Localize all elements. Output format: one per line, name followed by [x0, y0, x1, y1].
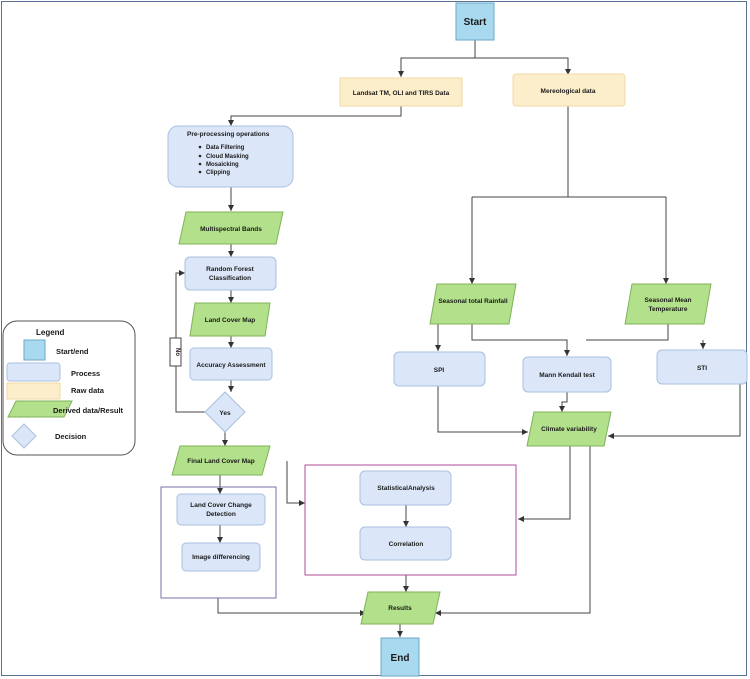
start-node: Start [455, 2, 495, 41]
meteorological-data-node: Mereological data [512, 73, 626, 107]
svg-text:Clipping: Clipping [206, 170, 230, 176]
svg-text:Mosaicking: Mosaicking [206, 162, 239, 168]
svg-text:Mereological data: Mereological data [541, 88, 596, 95]
svg-text:Final Land Cover Map: Final Land Cover Map [187, 458, 255, 465]
end-node: End [380, 637, 420, 677]
svg-text:Correlation: Correlation [389, 541, 424, 548]
no-label: No [169, 337, 182, 367]
sti-node: STI [656, 349, 748, 385]
legend-item-decision: Decision [55, 432, 87, 441]
legend-title: Legend [36, 328, 65, 337]
svg-text:Results: Results [388, 605, 412, 612]
svg-text:Climate variability: Climate variability [541, 426, 597, 433]
legend-item-raw: Raw data [71, 386, 105, 395]
svg-text:StatisticalAnalysis: StatisticalAnalysis [377, 485, 435, 492]
svg-text:Land Cover Change: Land Cover Change [190, 502, 252, 509]
svg-text:Pre-processing operations: Pre-processing operations [187, 131, 270, 138]
svg-text:End: End [391, 653, 410, 664]
statistical-analysis-node: StatisticalAnalysis [359, 470, 452, 506]
svg-text:No: No [174, 348, 180, 356]
svg-text:Accuracy Assessment: Accuracy Assessment [196, 362, 266, 369]
mann-kendall-node: Mann Kendall test [522, 356, 612, 393]
svg-text:SPI: SPI [434, 367, 445, 374]
correlation-node: Correlation [359, 526, 452, 561]
svg-text:Landsat TM, OLI and TIRS Data: Landsat TM, OLI and TIRS Data [353, 90, 450, 97]
svg-text:Start: Start [464, 17, 487, 28]
legend-swatch-terminal [23, 339, 46, 361]
seasonal-rainfall-node: Seasonal total Rainfall [429, 283, 517, 325]
svg-text:Mann Kendall test: Mann Kendall test [539, 372, 595, 379]
svg-text:Data Filtering: Data Filtering [206, 145, 245, 151]
svg-text:STI: STI [697, 365, 707, 372]
svg-text:Seasonal total Rainfall: Seasonal total Rainfall [438, 298, 508, 305]
svg-text:Seasonal Mean: Seasonal Mean [645, 297, 692, 304]
landsat-data-node: Landsat TM, OLI and TIRS Data [339, 77, 463, 107]
change-detection-node: Land Cover Change Detection [176, 493, 266, 526]
climate-variability-node: Climate variability [526, 411, 612, 447]
statistics-group [304, 464, 517, 576]
legend-swatch-process [6, 362, 61, 382]
legend-swatch-decision [11, 423, 37, 449]
seasonal-temperature-node: Seasonal Mean Temperature [624, 283, 712, 325]
random-forest-node: Random Forest Classification [184, 256, 277, 291]
accuracy-assessment-node: Accuracy Assessment [189, 347, 273, 381]
preprocessing-node: Pre-processing operations Data Filtering… [167, 125, 294, 188]
legend-item-process: Process [71, 369, 100, 378]
svg-text:Yes: Yes [219, 410, 231, 417]
change-detection-group [160, 486, 277, 599]
legend: Legend Start/end Process Raw data Derive… [2, 320, 136, 456]
decision-node: Yes [204, 391, 246, 433]
svg-text:Land Cover Map: Land Cover Map [205, 317, 256, 324]
final-land-cover-map-node: Final Land Cover Map [171, 445, 271, 476]
legend-swatch-raw [6, 382, 61, 400]
legend-item-derived: Derived data/Result [53, 406, 124, 415]
svg-text:Classification: Classification [209, 275, 251, 282]
multispectral-bands-node: Multispectral Bands [178, 211, 284, 245]
image-differencing-node: Image differencing [181, 542, 261, 572]
svg-text:Temperature: Temperature [649, 306, 688, 313]
connectors [175, 40, 741, 637]
svg-text:Cloud Masking: Cloud Masking [206, 154, 249, 160]
legend-swatch-derived [7, 400, 73, 418]
spi-node: SPI [393, 351, 486, 387]
legend-item-start-end: Start/end [56, 347, 89, 356]
svg-text:Image differencing: Image differencing [192, 554, 250, 561]
svg-text:Detection: Detection [206, 511, 236, 518]
svg-text:Multispectral Bands: Multispectral Bands [200, 226, 262, 233]
svg-text:Random Forest: Random Forest [206, 266, 255, 273]
results-node: Results [360, 591, 441, 625]
land-cover-map-node: Land Cover Map [189, 302, 271, 337]
